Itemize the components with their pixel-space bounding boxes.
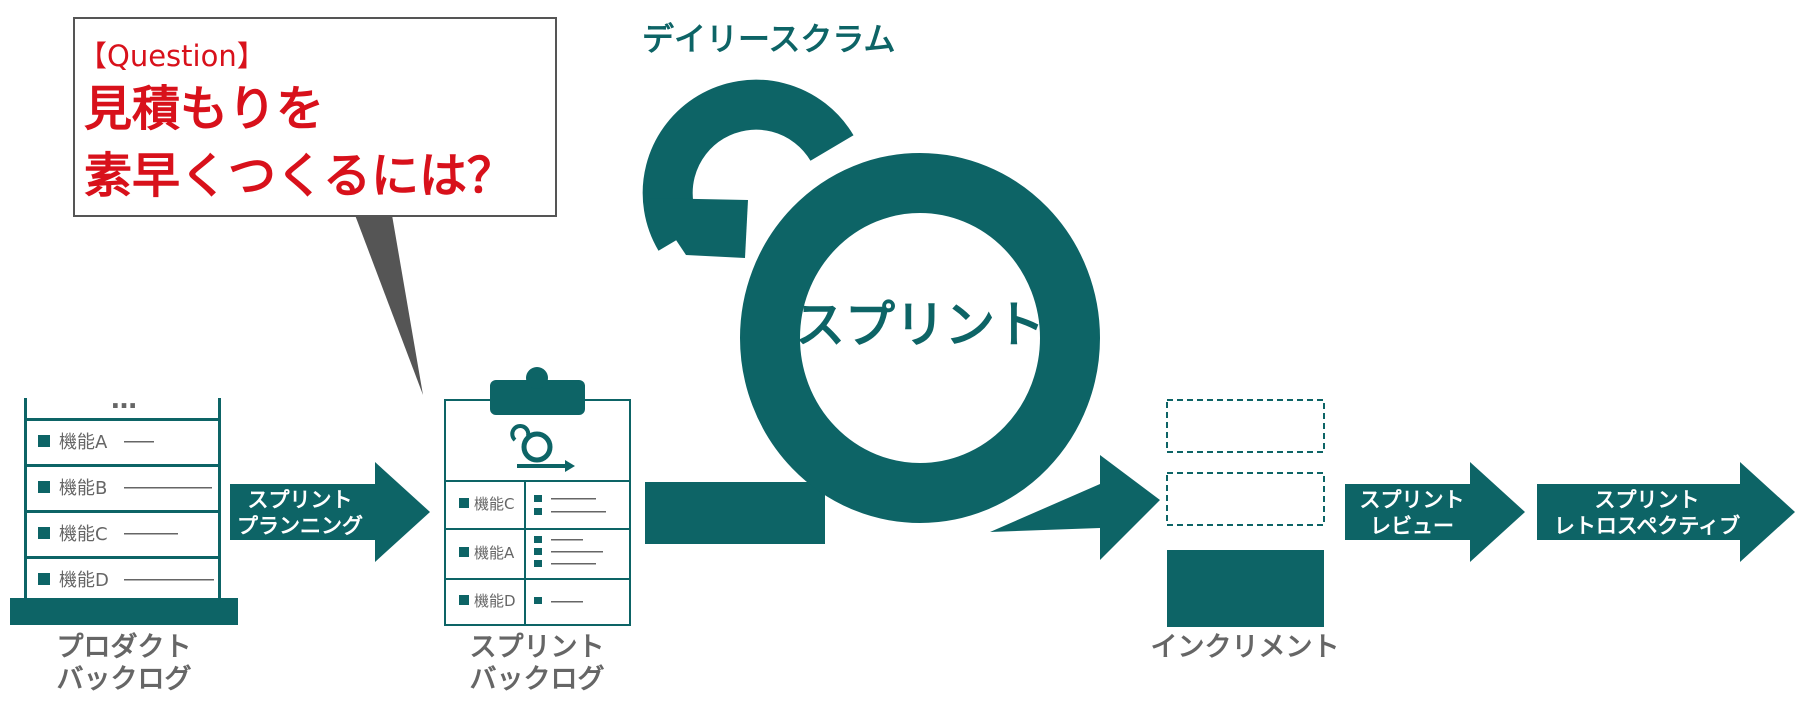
daily-scrum-label: デイリースクラム [642, 20, 895, 58]
sprint-review-arrow: スプリント レビュー [1345, 462, 1525, 562]
task-icon [534, 548, 542, 555]
increment-filled-block [1167, 550, 1324, 627]
sprint-review-label-2: レビュー [1370, 514, 1454, 538]
daily-scrum-loop: デイリースクラム [642, 20, 895, 258]
backlog-ellipsis: … [111, 385, 137, 415]
sprint-loop: スプリント [645, 153, 1160, 560]
backlog-item: 機能D [38, 570, 214, 591]
backlog-item: 機能C [38, 524, 178, 545]
detail-line [124, 533, 178, 535]
sprint-backlog-row: 機能A [459, 536, 603, 567]
backlog-item: 機能A [38, 432, 154, 453]
shelf-base [10, 598, 238, 625]
clipboard-clip [490, 380, 585, 415]
product-backlog: … 機能A 機能B 機能C 機能D プロダクト バックログ [10, 385, 238, 695]
bullet-icon [38, 573, 50, 585]
product-backlog-label-2: バックログ [57, 663, 192, 695]
increment-empty-slot [1166, 472, 1325, 526]
bullet-icon [459, 498, 469, 508]
task-icon [534, 560, 542, 567]
question-callout: 【Question】 見積もりを 素早くつくるには？ [73, 17, 557, 395]
sprint-backlog-item-label: 機能D [474, 592, 516, 610]
sprint-tail-bar [645, 482, 825, 544]
increment: インクリメント [1151, 399, 1340, 663]
task-line [551, 551, 603, 553]
product-backlog-label-1: プロダクト [57, 631, 192, 663]
sprint-review-label-1: スプリント [1360, 488, 1465, 512]
sprint-planning-arrow: スプリント プランニング [230, 462, 430, 562]
sprint-backlog-item-label: 機能A [474, 544, 515, 562]
callout-box [73, 17, 557, 217]
increment-empty-slot [1166, 399, 1325, 453]
task-line [551, 563, 596, 565]
clipboard-row-line [445, 480, 630, 482]
sprint-ring [740, 153, 1100, 523]
sprint-retrospective-arrow: スプリント レトロスペクティブ [1537, 462, 1795, 562]
detail-line [124, 579, 214, 581]
sprint-backlog-row: 機能C [459, 495, 606, 515]
shelf-right-post [218, 398, 221, 598]
daily-scrum-arrowhead [648, 198, 748, 258]
sprint-planning-label-1: スプリント [248, 488, 353, 512]
sprint-backlog-label-1: スプリント [470, 632, 605, 663]
sprint-retrospective-label-2: レトロスペクティブ [1554, 514, 1740, 538]
clipboard-column-line [524, 480, 526, 625]
shelf-line [24, 510, 221, 513]
bullet-icon [38, 481, 50, 493]
shelf-line [24, 464, 221, 467]
task-line [551, 511, 606, 513]
sprint-backlog-label-2: バックログ [470, 663, 605, 695]
bullet-icon [459, 595, 469, 605]
task-icon [534, 536, 542, 543]
sprint-backlog-clipboard: 機能C 機能A 機能D スプリント バックログ [444, 367, 631, 695]
bullet-icon [459, 547, 469, 557]
shelf-left-post [24, 398, 27, 598]
task-line [551, 601, 583, 603]
detail-line [124, 441, 154, 443]
clipboard-row-line [445, 578, 630, 580]
shelf-line [24, 418, 221, 421]
task-icon [534, 597, 542, 604]
shelf-line [24, 556, 221, 559]
backlog-item-label: 機能A [59, 432, 108, 453]
sprint-planning-label-2: プランニング [237, 514, 363, 538]
increment-label: インクリメント [1151, 632, 1340, 663]
task-icon [534, 508, 542, 515]
sprint-backlog-item-label: 機能C [474, 495, 514, 513]
callout-line-2: 素早くつくるには？ [84, 148, 515, 204]
sprint-backlog-row: 機能D [459, 592, 583, 610]
sprint-arrowhead [990, 455, 1160, 560]
arrow-shape [1345, 462, 1525, 562]
bullet-icon [38, 527, 50, 539]
task-line [551, 498, 596, 500]
task-icon [534, 495, 542, 502]
detail-line [124, 487, 212, 489]
callout-tag: 【Question】 [78, 39, 266, 73]
arrow-shape [1537, 462, 1795, 562]
backlog-item-label: 機能C [59, 524, 108, 545]
sprint-label: スプリント [795, 296, 1045, 354]
clipboard-clip-ring [526, 367, 548, 389]
arrow-shape [230, 462, 430, 562]
sprint-retrospective-label-1: スプリント [1595, 488, 1700, 512]
backlog-item-label: 機能B [59, 478, 107, 499]
callout-tail [355, 215, 423, 395]
backlog-item: 機能B [38, 478, 212, 499]
backlog-item-label: 機能D [59, 570, 109, 591]
task-line [551, 539, 583, 541]
callout-line-1: 見積もりを [84, 81, 324, 137]
clipboard-row-line [445, 528, 630, 530]
bullet-icon [38, 435, 50, 447]
scrum-cycle-icon [510, 424, 575, 472]
